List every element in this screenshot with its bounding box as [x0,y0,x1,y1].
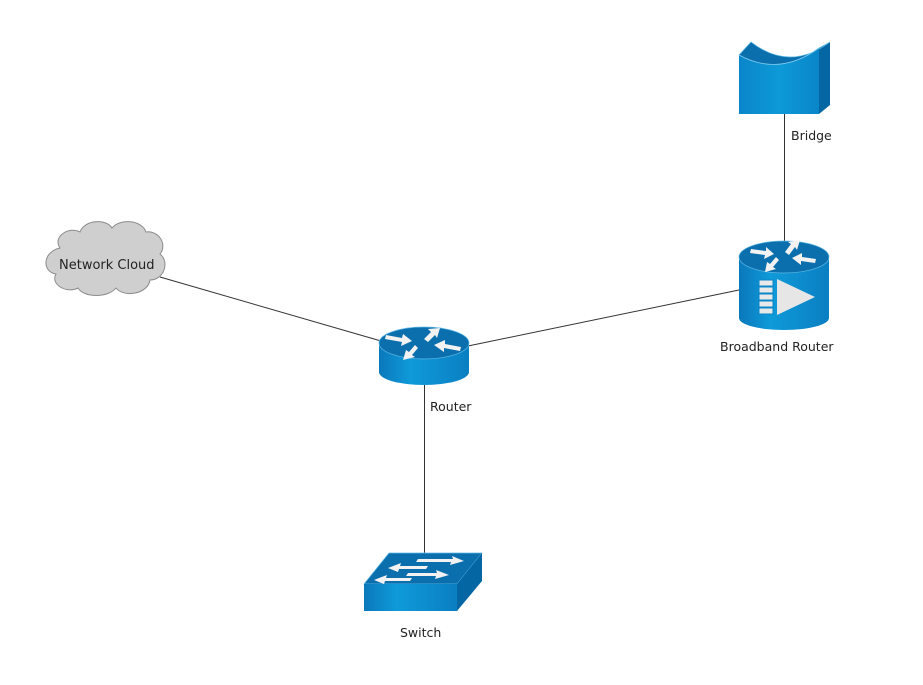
cloud-icon [45,221,166,296]
router-label: Router [430,399,472,414]
router-icon [378,326,470,385]
edge-router-broadband-router[interactable] [467,289,740,347]
node-network-cloud[interactable]: Network Cloud [45,221,166,296]
switch-label: Switch [400,625,441,640]
bridge-icon [738,41,831,114]
node-broadband-router[interactable]: Broadband Router [720,240,834,354]
broadband-stack-icon [758,279,815,315]
node-switch[interactable]: Switch [363,552,483,640]
bridge-label: Bridge [791,128,832,143]
router-arrows-icon [385,328,461,360]
switch-icon [363,552,483,611]
edge-cloud-router[interactable] [159,276,382,342]
broadband-router-icon [738,240,830,330]
node-bridge[interactable]: Bridge [738,41,832,143]
network-cloud-label: Network Cloud [59,258,155,273]
switch-arrows-icon [374,556,464,584]
node-router[interactable]: Router [378,326,472,414]
edges [159,114,785,553]
broadband-router-label: Broadband Router [720,339,834,354]
router-arrows-icon [750,240,816,272]
